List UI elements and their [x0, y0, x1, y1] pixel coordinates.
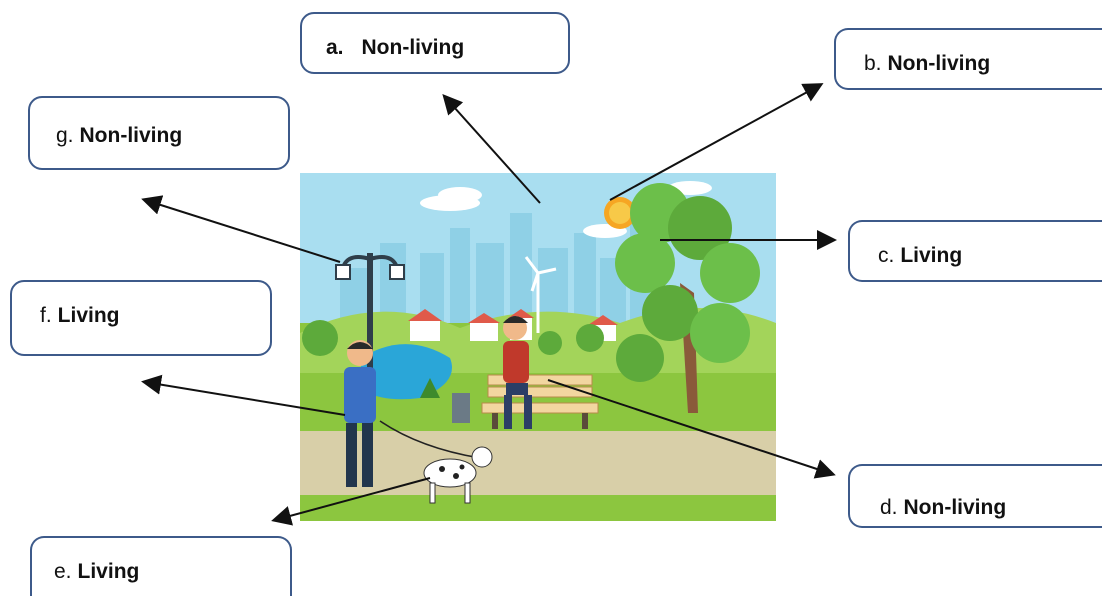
park-scene-illustration	[300, 173, 776, 521]
label-box-g: g. Non-living	[28, 96, 290, 170]
label-box-b: b. Non-living	[834, 28, 1102, 90]
label-word: Non-living	[79, 124, 183, 147]
sun-icon	[604, 197, 636, 229]
label-box-f: f. Living	[10, 280, 272, 356]
dog-leash	[379, 420, 481, 459]
dalmatian-dog	[423, 446, 493, 504]
label-letter: e.	[54, 560, 72, 583]
wind-turbine	[524, 256, 557, 333]
label-word: Living	[57, 304, 120, 327]
label-letter: f.	[40, 304, 52, 327]
label-letter: c.	[878, 244, 895, 267]
seated-man	[503, 316, 532, 429]
label-letter: d.	[880, 496, 898, 519]
label-word: Non-living	[887, 52, 991, 75]
label-letter: a.	[326, 36, 344, 59]
trash-bin	[452, 393, 470, 423]
label-letter: b.	[864, 52, 882, 75]
large-tree	[615, 183, 760, 413]
label-word: Living	[900, 244, 963, 267]
label-word: Non-living	[903, 496, 1007, 519]
grass-foreground	[300, 495, 776, 521]
label-word: Non-living	[361, 36, 465, 59]
label-box-c: c. Living	[848, 220, 1102, 282]
label-word: Living	[77, 560, 140, 583]
label-box-a: a. Non-living	[300, 12, 570, 74]
small-trees	[302, 320, 604, 398]
label-letter: g.	[56, 124, 74, 147]
label-box-e: e. Living	[30, 536, 292, 596]
street-lamp	[335, 253, 405, 433]
label-box-d: d. Non-living	[848, 464, 1102, 528]
walking-man	[344, 340, 376, 487]
